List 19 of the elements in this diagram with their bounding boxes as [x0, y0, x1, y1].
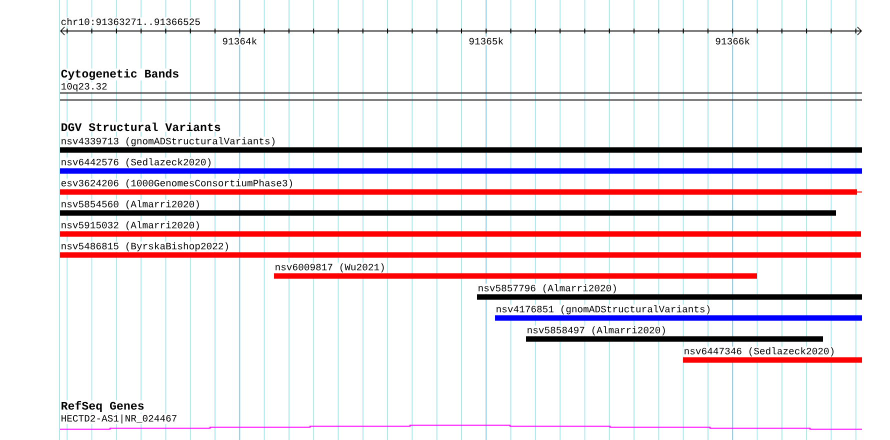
feature-label: nsv5857796 (Almarri2020)	[477, 284, 618, 294]
feature-label: nsv4339713 (gnomADStructuralVariants)	[60, 136, 277, 147]
gene-label: HECTD2-AS1|NR_024467	[60, 414, 178, 424]
track-title: DGV Structural Variants	[60, 122, 222, 132]
feature-label: nsv5915032 (Almarri2020)	[60, 220, 202, 231]
feature-label: nsv6442576 (Sedlazeck2020)	[60, 158, 213, 168]
track-title: RefSeq Genes	[60, 400, 145, 413]
feature-label: esv3624206 (1000GenomesConsortiumPhase3)	[60, 178, 294, 189]
feature-label: nsv5858497 (Almarri2020)	[526, 326, 668, 336]
feature-label: nsv5854560 (Almarri2020)	[60, 200, 202, 210]
feature-label: nsv6009817 (Wu2021)	[274, 262, 386, 273]
coordinate-label: chr10:91363271..91366525	[60, 17, 202, 26]
tick-label: 91366k	[714, 36, 751, 46]
band-label: 10q23.32	[60, 82, 108, 92]
tick-label: 91364k	[222, 36, 258, 46]
tick-label: 91365k	[468, 36, 504, 46]
feature-label: nsv4176851 (gnomADStructuralVariants)	[495, 304, 712, 315]
feature-label: nsv5486815 (ByrskaBishop2022)	[60, 242, 230, 252]
feature-label: nsv6447346 (Sedlazeck2020)	[683, 346, 836, 357]
